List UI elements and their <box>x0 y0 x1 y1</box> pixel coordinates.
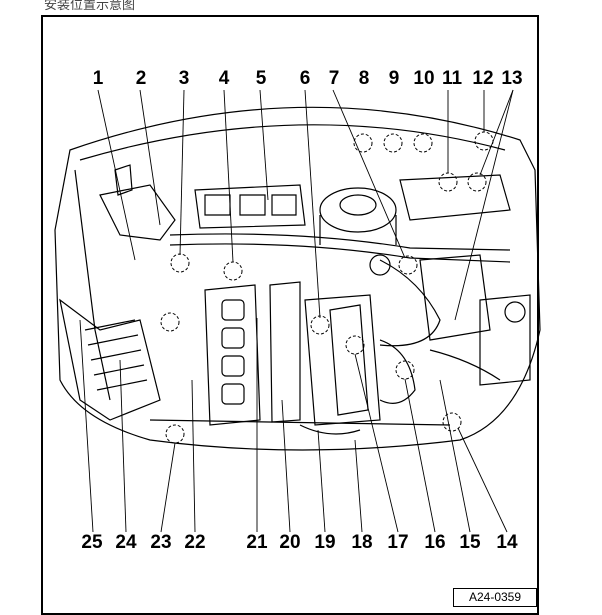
callout-15: 15 <box>459 532 481 553</box>
callout-11: 11 <box>441 68 463 89</box>
callout-2: 2 <box>135 68 147 89</box>
callout-1: 1 <box>92 68 104 89</box>
engine-bay-outline <box>54 106 541 451</box>
diagram-caption: 安装位置示意图 <box>44 0 136 13</box>
callout-16: 16 <box>424 532 446 553</box>
callout-10: 10 <box>413 68 435 89</box>
callout-6: 6 <box>299 68 311 89</box>
callout-7: 7 <box>328 68 340 89</box>
callout-23: 23 <box>150 532 172 553</box>
callout-5: 5 <box>255 68 267 89</box>
callout-9: 9 <box>388 68 400 89</box>
callout-8: 8 <box>358 68 370 89</box>
callout-24: 24 <box>115 532 137 553</box>
callout-20: 20 <box>279 532 301 553</box>
callout-25: 25 <box>81 532 103 553</box>
callout-14: 14 <box>496 532 518 553</box>
diagram-reference-id: A24-0359 <box>453 588 537 607</box>
callout-22: 22 <box>184 532 206 553</box>
callout-13: 13 <box>501 68 523 89</box>
callout-4: 4 <box>218 68 230 89</box>
callout-18: 18 <box>351 532 373 553</box>
callout-19: 19 <box>314 532 336 553</box>
callout-21: 21 <box>246 532 268 553</box>
callout-17: 17 <box>387 532 409 553</box>
callout-3: 3 <box>178 68 190 89</box>
callout-12: 12 <box>472 68 494 89</box>
